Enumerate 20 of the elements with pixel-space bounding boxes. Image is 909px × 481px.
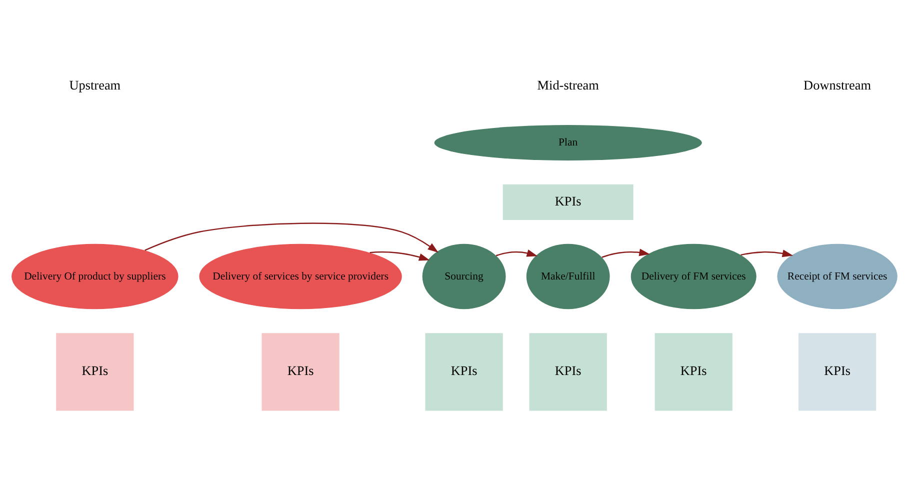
arrow (740, 249, 794, 257)
node-box: KPIs (262, 332, 340, 410)
node-ellipse: Delivery Of product by suppliers (12, 243, 178, 309)
node-ellipse: Receipt of FM services (777, 243, 898, 309)
node-box: KPIs (529, 332, 607, 410)
arrow (602, 248, 650, 258)
label: Mid-stream (537, 76, 599, 92)
label: Downstream (804, 76, 872, 92)
node-box: KPIs (654, 332, 732, 410)
node-ellipse: Delivery of services by service providers (199, 243, 402, 309)
node-box: KPIs (502, 184, 634, 220)
node-box: KPIs (425, 332, 503, 410)
node-box: KPIs (56, 332, 134, 410)
label: Upstream (69, 76, 121, 92)
node-ellipse: Plan (434, 124, 702, 160)
arrow (496, 249, 538, 256)
arrow (144, 222, 438, 252)
node-box: KPIs (798, 332, 876, 410)
node-ellipse: Delivery of FM services (630, 243, 756, 309)
arrow (370, 250, 430, 260)
